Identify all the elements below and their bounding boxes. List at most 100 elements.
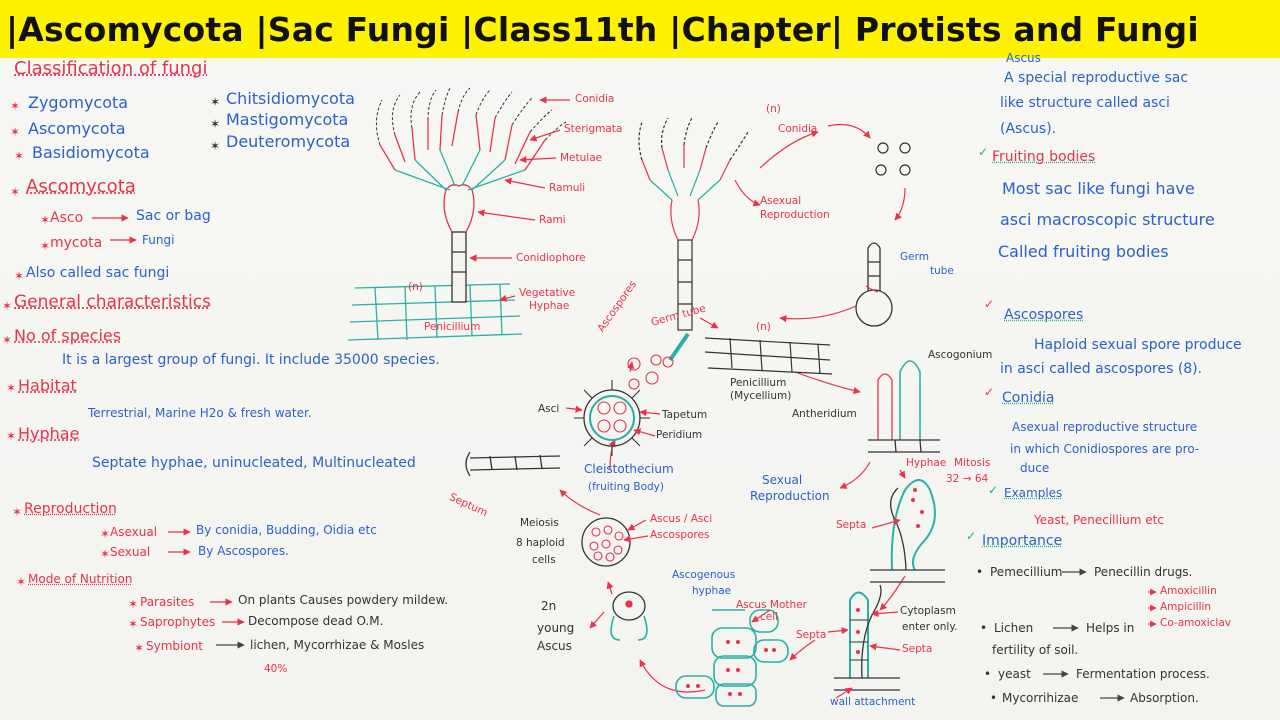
symbiont-label: Symbiont bbox=[146, 639, 204, 653]
cleisto-arrows bbox=[565, 405, 661, 437]
bullet-icon: ✶ bbox=[2, 299, 13, 313]
label-8-haploid: 8 haploid bbox=[516, 537, 565, 549]
ascomycota-heading: Ascomycota bbox=[26, 176, 136, 197]
bullet-icon: ✶ bbox=[14, 269, 25, 283]
bullet-icon: ✶ bbox=[40, 213, 51, 227]
title-banner: |Ascomycota |Sac Fungi |Class11th |Chapt… bbox=[0, 0, 1280, 58]
label-ramuli: Ramuli bbox=[549, 182, 586, 194]
fruiting-text-1: Most sac like fungi have bbox=[1002, 179, 1195, 198]
nuclei-dots bbox=[686, 640, 776, 696]
label-metulae: Metulae bbox=[560, 152, 603, 164]
ascus-text-3: (Ascus). bbox=[1000, 121, 1057, 137]
bullet-icon: ✶ bbox=[14, 149, 25, 163]
bullet-dot: • bbox=[990, 691, 998, 705]
conidia-text-1: Asexual reproductive structure bbox=[1012, 420, 1198, 434]
label-hyphae-2: Hyphae bbox=[906, 457, 947, 469]
bullet-dot: • bbox=[976, 565, 984, 579]
importance-2-subject: Lichen bbox=[994, 621, 1034, 635]
ascus-mother-drawing bbox=[834, 584, 900, 691]
importance-2-use: Helps in bbox=[1086, 621, 1135, 635]
bullet-icon: ✶ bbox=[210, 139, 221, 153]
label-mitosis-numbers: 32 → 64 bbox=[946, 473, 989, 485]
label-mycellium: (Mycellium) bbox=[730, 390, 792, 402]
ascospore-germination bbox=[627, 332, 690, 390]
label-n-1: (n) bbox=[408, 281, 423, 293]
ascus-text-1: A special reproductive sac bbox=[1004, 70, 1189, 86]
label-reproduction-sex: Reproduction bbox=[750, 489, 830, 503]
label-ascogenous: Ascogenous bbox=[672, 569, 736, 581]
bullet-icon: ✶ bbox=[210, 95, 221, 109]
class-basidiomycota: Basidiomycota bbox=[32, 143, 150, 162]
label-penicillium-2: Penicillium bbox=[730, 377, 787, 389]
mycota-meaning: Fungi bbox=[142, 233, 175, 247]
banner-title: |Ascomycota |Sac Fungi |Class11th |Chapt… bbox=[6, 9, 1199, 49]
label-antheridium: Antheridium bbox=[792, 408, 857, 420]
ascus-8-spores bbox=[581, 517, 631, 567]
label-ascogonium: Ascogonium bbox=[928, 349, 993, 361]
drug-ampicillin: Ampicillin bbox=[1160, 601, 1212, 613]
class-chitsidiomycota: Chitsidiomycota bbox=[226, 89, 355, 108]
checkmark-icon: ✓ bbox=[984, 297, 995, 311]
habitat-heading: Habitat bbox=[18, 376, 77, 395]
species-heading: No of species bbox=[14, 326, 122, 345]
also-called-text: Also called sac fungi bbox=[26, 265, 170, 281]
reproduction-heading: Reproduction bbox=[24, 501, 117, 517]
young-ascus-arrow bbox=[589, 611, 605, 629]
parasites-label: Parasites bbox=[140, 595, 195, 609]
bullet-icon: ✶ bbox=[100, 547, 111, 561]
class-zygomycota: Zygomycota bbox=[28, 93, 129, 112]
bullet-icon: ✶ bbox=[2, 333, 13, 347]
checkmark-icon: ✓ bbox=[966, 529, 977, 543]
bullet-icon: ✶ bbox=[210, 117, 221, 131]
checkmark-icon: ✓ bbox=[978, 145, 989, 159]
ascus-arrows bbox=[623, 519, 649, 543]
fruiting-text-2: asci macroscopic structure bbox=[1000, 210, 1215, 229]
asco-meaning: Sac or bag bbox=[136, 208, 211, 224]
parasites-text: On plants Causes powdery mildew. bbox=[238, 593, 449, 607]
importance-4-subject: Mycorrihizae bbox=[1002, 691, 1079, 705]
importance-arrows bbox=[1043, 568, 1125, 702]
label-rami: Rami bbox=[539, 214, 566, 226]
importance-1-use: Penecillin drugs. bbox=[1094, 565, 1193, 579]
label-asexual: Asexual bbox=[760, 195, 802, 207]
label-penicillium: Penicillium bbox=[424, 321, 481, 333]
label-tapetum: Tapetum bbox=[662, 409, 708, 421]
sexual-label: Sexual bbox=[110, 545, 151, 559]
percent-label: 40% bbox=[264, 663, 288, 675]
asexual-label: Asexual bbox=[110, 525, 158, 539]
cleistothecium-drawing bbox=[574, 380, 650, 456]
drug-co-amoxiclav: Co-amoxiclav bbox=[1160, 617, 1231, 629]
fruiting-text-3: Called fruiting bodies bbox=[998, 242, 1169, 261]
importance-2-detail: fertility of soil. bbox=[992, 643, 1079, 657]
hyphae-text: Septate hyphae, uninucleated, Multinucle… bbox=[92, 455, 416, 471]
label-hyphae-asc: hyphae bbox=[692, 585, 732, 597]
gametangial-contact-drawing bbox=[870, 479, 945, 583]
label-young: young bbox=[537, 621, 575, 635]
ascospores-text-1: Haploid sexual spore produce bbox=[1034, 337, 1242, 353]
label-septa: Septa bbox=[836, 519, 867, 531]
importance-3-subject: yeast bbox=[998, 667, 1031, 681]
ascospores-text-2: in asci called ascospores (8). bbox=[1000, 361, 1203, 377]
label-tube: tube bbox=[930, 265, 954, 277]
bullet-icon: ✶ bbox=[6, 429, 17, 443]
bullet-icon: ✶ bbox=[16, 575, 27, 589]
conidia-heading: Conidia bbox=[1002, 390, 1055, 406]
asexual-text: By conidia, Budding, Oidia etc bbox=[196, 523, 377, 537]
ascogonium-antheridium-drawing bbox=[868, 360, 940, 453]
hyphae-heading: Hyphae bbox=[18, 424, 80, 443]
bullet-icon: ✶ bbox=[40, 239, 51, 253]
label-meiosis: Meiosis bbox=[520, 517, 559, 529]
class-ascomycota: Ascomycota bbox=[28, 119, 126, 138]
class-mastigomycota: Mastigomycota bbox=[226, 110, 349, 129]
importance-1-subject: Pemecillium bbox=[990, 565, 1063, 579]
saprophytes-label: Saprophytes bbox=[140, 615, 216, 629]
label-cytoplasm: Cytoplasm bbox=[900, 605, 956, 617]
importance-3-use: Fermentation process. bbox=[1076, 667, 1210, 681]
conidia-text-2: in which Conidiospores are pro- bbox=[1010, 442, 1200, 456]
class-deuteromycota: Deuteromycota bbox=[226, 132, 351, 151]
label-mitosis: Mitosis bbox=[954, 457, 991, 469]
fruiting-heading: Fruiting bodies bbox=[992, 149, 1096, 165]
bullet-dot: • bbox=[984, 667, 992, 681]
